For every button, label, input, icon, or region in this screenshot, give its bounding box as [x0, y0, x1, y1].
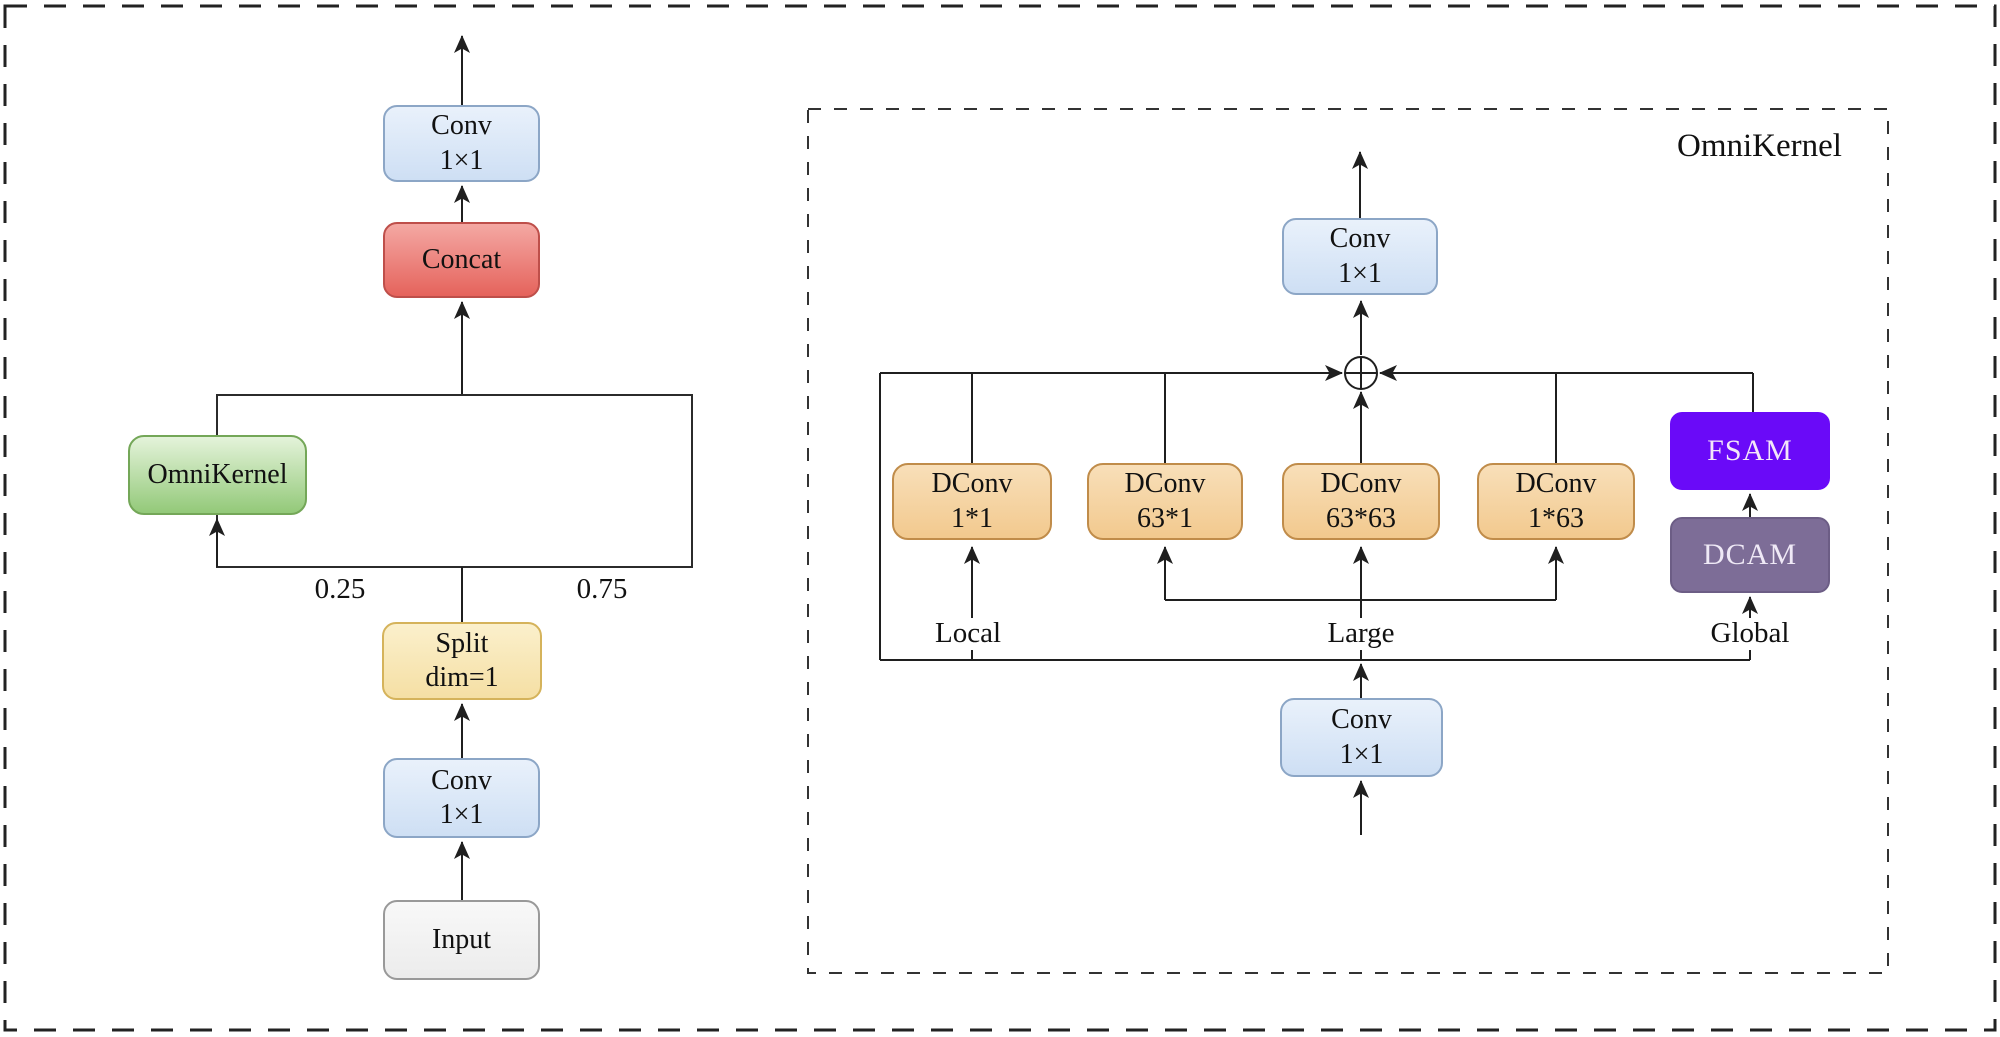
box-label: DConv: [931, 468, 1013, 500]
split-ratio-right-label: 0.75: [576, 573, 628, 605]
box-label: DConv: [1515, 468, 1597, 500]
box-label: DCAM: [1702, 537, 1797, 571]
box-sublabel: 63*1: [1137, 502, 1193, 534]
box-label: Conv: [431, 110, 492, 142]
box-label: Concat: [421, 243, 502, 275]
box-sublabel: dim=1: [425, 662, 499, 693]
input-box: Input: [383, 900, 540, 980]
omnikernel-green-box: OmniKernel: [128, 435, 307, 515]
box-label: Input: [431, 923, 492, 955]
conv-1x1-out-box: Conv 1×1: [1282, 218, 1438, 295]
split-ratio-left-label: 0.25: [314, 573, 366, 605]
box-sublabel: 1*1: [951, 502, 993, 534]
omnikernel-panel-border: [807, 108, 1889, 974]
large-branch-label: Large: [1322, 617, 1400, 650]
box-label: Conv: [431, 764, 492, 796]
box-label: DConv: [1124, 468, 1206, 500]
conv-1x1-top-left-box: Conv 1×1: [383, 105, 540, 182]
box-sublabel: 1×1: [439, 799, 484, 830]
dcam-box: DCAM: [1670, 517, 1830, 593]
local-branch-label: Local: [929, 617, 1007, 650]
fsam-box: FSAM: [1670, 412, 1830, 490]
box-sublabel: 1×1: [1339, 738, 1384, 770]
box-label: Split: [435, 627, 489, 659]
global-branch-label: Global: [1705, 617, 1795, 650]
conv-1x1-in-box: Conv 1×1: [1280, 698, 1443, 777]
dconv-63x1-box: DConv 63*1: [1087, 463, 1243, 540]
omnikernel-panel-title: OmniKernel: [1677, 128, 1842, 164]
dconv-63x63-box: DConv 63*63: [1282, 463, 1440, 540]
dconv-1x1-box: DConv 1*1: [892, 463, 1052, 540]
box-sublabel: 63*63: [1326, 502, 1396, 534]
concat-box: Concat: [383, 222, 540, 298]
conv-1x1-bottom-left-box: Conv 1×1: [383, 758, 540, 838]
box-label: Conv: [1331, 704, 1392, 736]
sum-node: [1344, 356, 1378, 390]
split-box: Split dim=1: [382, 622, 542, 700]
box-label: FSAM: [1707, 433, 1793, 467]
box-sublabel: 1×1: [439, 144, 484, 176]
box-label: DConv: [1320, 468, 1402, 500]
dconv-1x63-box: DConv 1*63: [1477, 463, 1635, 540]
box-label: OmniKernel: [147, 458, 288, 490]
box-label: Conv: [1329, 223, 1391, 255]
box-sublabel: 1×1: [1338, 257, 1382, 289]
outer-dashed-border: [3, 4, 1997, 1032]
box-sublabel: 1*63: [1528, 502, 1584, 534]
